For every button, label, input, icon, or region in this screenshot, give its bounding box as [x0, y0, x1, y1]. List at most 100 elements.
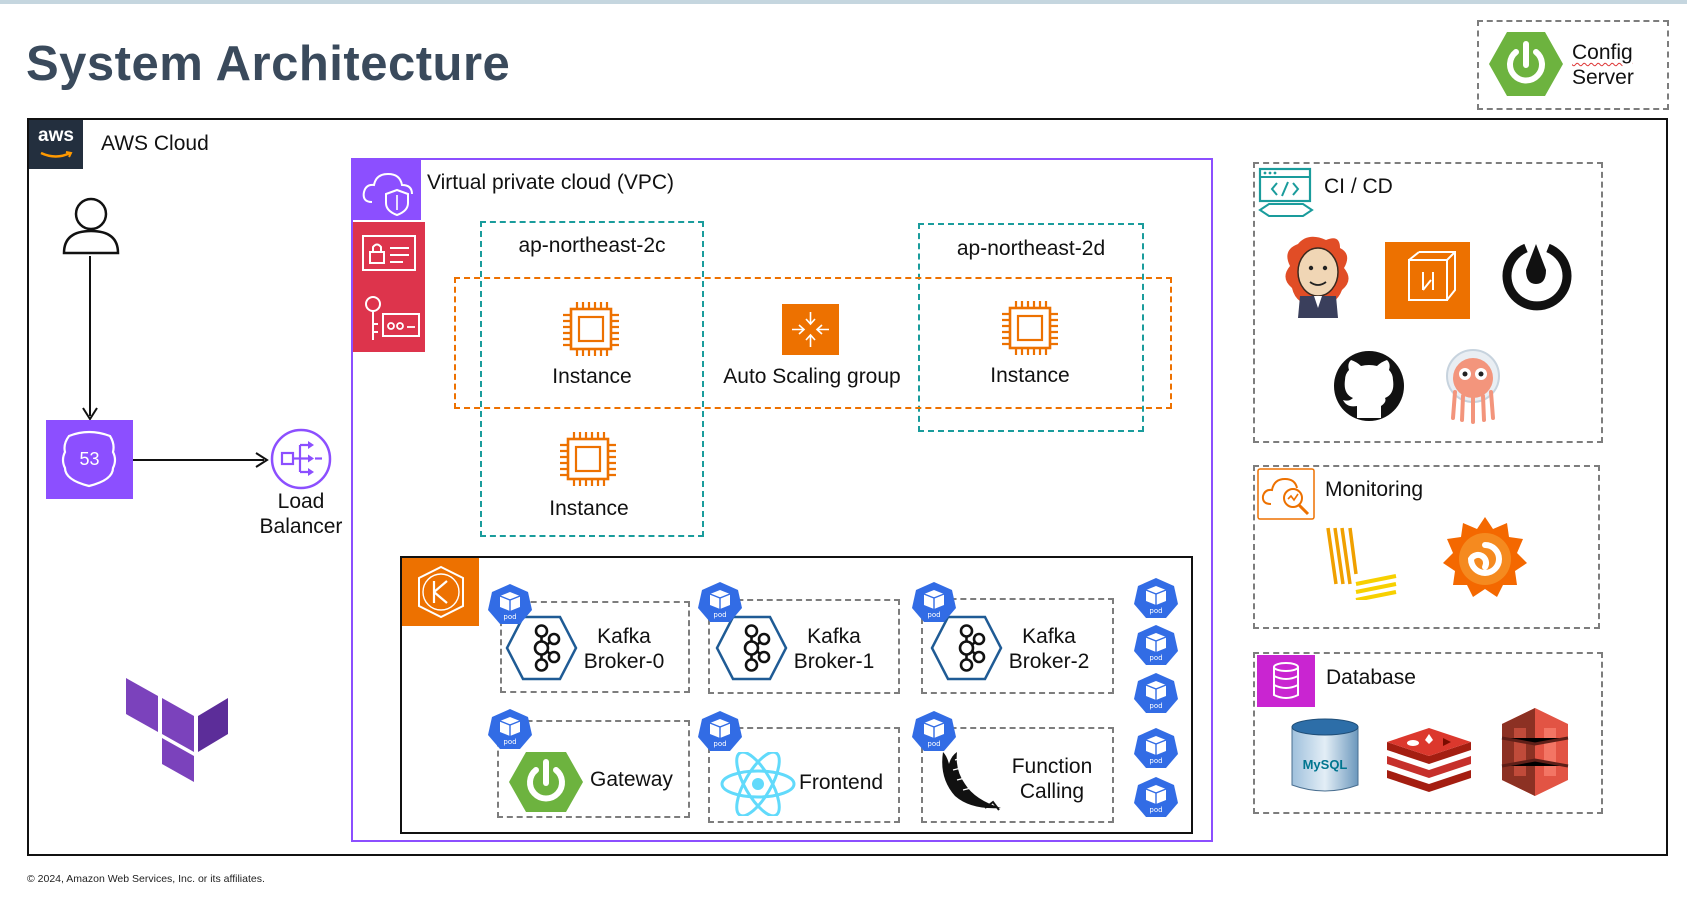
kubernetes-pod-icon: pod	[1134, 578, 1178, 618]
gateway-box[interactable]	[497, 720, 690, 818]
jenkins-icon	[1285, 236, 1349, 318]
pod-badge-label: pod	[503, 613, 516, 621]
cicd-label: CI / CD	[1324, 175, 1393, 198]
kafka-broker-1-box[interactable]	[708, 599, 900, 694]
route53-icon[interactable]: 53	[46, 420, 133, 499]
aws-cloud-label: AWS Cloud	[101, 132, 209, 155]
auto-scaling-icon	[782, 304, 839, 355]
kubernetes-pod-icon: pod	[1134, 673, 1178, 713]
kafka-broker-2-box[interactable]	[921, 598, 1114, 694]
pod-badge-label: pod	[713, 611, 726, 619]
database-label: Database	[1326, 666, 1416, 689]
pod-badge-label: pod	[1149, 702, 1162, 710]
load-balancer-label-1: Load	[277, 490, 325, 513]
zone-2c-label: ap-northeast-2c	[518, 234, 666, 257]
vpc-label: Virtual private cloud (VPC)	[427, 171, 675, 194]
instance-2c-second-label: Instance	[549, 497, 629, 520]
user-icon	[62, 197, 120, 255]
pod-badge-label: pod	[1149, 607, 1162, 615]
load-balancer-icon[interactable]	[268, 428, 334, 490]
argocd-icon	[1446, 349, 1500, 424]
kafka-icon	[505, 615, 578, 681]
redis-icon	[1387, 728, 1471, 792]
availability-zone-2c	[480, 221, 704, 537]
vpc-container	[351, 158, 1213, 842]
aws-cloud-container	[27, 118, 1668, 856]
key-certificate-icon	[365, 296, 420, 340]
instance-2c-label: Instance	[552, 365, 632, 388]
eks-cluster-container	[400, 556, 1193, 834]
config-server-label-1: Config	[1572, 41, 1633, 64]
page-title: System Architecture	[26, 37, 511, 91]
loki-icon	[1326, 527, 1397, 600]
route53-to-lb-arrow	[133, 452, 269, 468]
kubernetes-pod-icon: pod	[1134, 777, 1178, 817]
function-calling-label-2: Calling	[1019, 780, 1085, 803]
ec2-instance-icon[interactable]	[559, 300, 623, 358]
pod-badge-label: pod	[927, 740, 940, 748]
database-box	[1253, 652, 1603, 814]
kafka-icon	[715, 615, 788, 681]
frontend-label: Frontend	[799, 771, 884, 794]
kafka-broker-0-label-2: Broker-0	[583, 650, 665, 673]
id-card-lock-icon	[362, 235, 416, 271]
kafka-icon	[930, 615, 1003, 681]
kafka-broker-0-label-1: Kafka	[597, 625, 651, 648]
gateway-label: Gateway	[590, 768, 673, 791]
user-to-route53-arrow	[82, 256, 98, 421]
codebuild-icon	[1385, 242, 1470, 319]
ec2-instance-icon[interactable]	[998, 299, 1062, 357]
auto-scaling-label: Auto Scaling group	[723, 365, 901, 388]
function-calling-box[interactable]	[921, 727, 1114, 823]
pod-badge-label: pod	[1149, 654, 1162, 662]
cicd-box	[1253, 162, 1603, 443]
top-accent-bar	[0, 0, 1687, 4]
kafka-broker-2-label-2: Broker-2	[1008, 650, 1090, 673]
kubernetes-pod-icon: pod	[912, 582, 956, 622]
load-balancer-label-2: Balancer	[259, 515, 343, 538]
function-calling-label-1: Function	[1011, 755, 1093, 778]
config-server-label-2: Server	[1572, 66, 1634, 89]
ec2-instance-icon[interactable]	[556, 430, 620, 488]
kubernetes-pod-icon: pod	[698, 711, 742, 751]
kafka-broker-2-label-1: Kafka	[1022, 625, 1076, 648]
terraform-logo-icon	[126, 678, 228, 782]
s3-icon	[1501, 708, 1569, 796]
monitoring-label: Monitoring	[1325, 478, 1424, 501]
vpc-icon	[353, 160, 421, 220]
cloudwatch-icon	[1257, 468, 1315, 520]
kubernetes-pod-icon: pod	[488, 584, 532, 624]
auto-scaling-group-box	[454, 277, 1172, 409]
zone-2d-label: ap-northeast-2d	[956, 237, 1106, 260]
kubernetes-pod-icon: pod	[1134, 625, 1178, 665]
kafka-broker-0-box[interactable]	[500, 601, 690, 693]
copyright-text: © 2024, Amazon Web Services, Inc. or its…	[27, 873, 265, 885]
instance-2d-label: Instance	[990, 364, 1070, 387]
flask-icon	[942, 752, 1001, 811]
pod-badge-label: pod	[1149, 806, 1162, 814]
pod-badge-label: pod	[1149, 757, 1162, 765]
pod-badge-label: pod	[503, 738, 516, 746]
kubernetes-pod-icon: pod	[912, 711, 956, 751]
kubernetes-pod-icon: pod	[488, 709, 532, 749]
eks-icon	[402, 558, 479, 626]
kubernetes-pod-icon: pod	[1134, 728, 1178, 768]
pod-badge-label: pod	[927, 611, 940, 619]
pod-badge-label: pod	[713, 740, 726, 748]
frontend-box[interactable]	[708, 727, 900, 823]
spring-power-icon	[1489, 32, 1563, 96]
kafka-broker-1-label-2: Broker-1	[793, 650, 875, 673]
aws-logo-icon: aws	[29, 120, 83, 169]
monitoring-box	[1253, 465, 1600, 629]
availability-zone-2d	[918, 223, 1144, 432]
config-server-box[interactable]	[1477, 20, 1669, 110]
kubernetes-pod-icon: pod	[698, 582, 742, 622]
spring-gateway-icon	[509, 752, 583, 812]
database-icon	[1257, 655, 1315, 707]
mysql-icon: MySQL	[1290, 717, 1360, 797]
grafana-icon	[1443, 517, 1527, 597]
kafka-broker-1-label-1: Kafka	[807, 625, 861, 648]
react-icon	[720, 752, 796, 816]
mattermost-icon	[1502, 243, 1572, 311]
github-icon	[1334, 351, 1404, 421]
